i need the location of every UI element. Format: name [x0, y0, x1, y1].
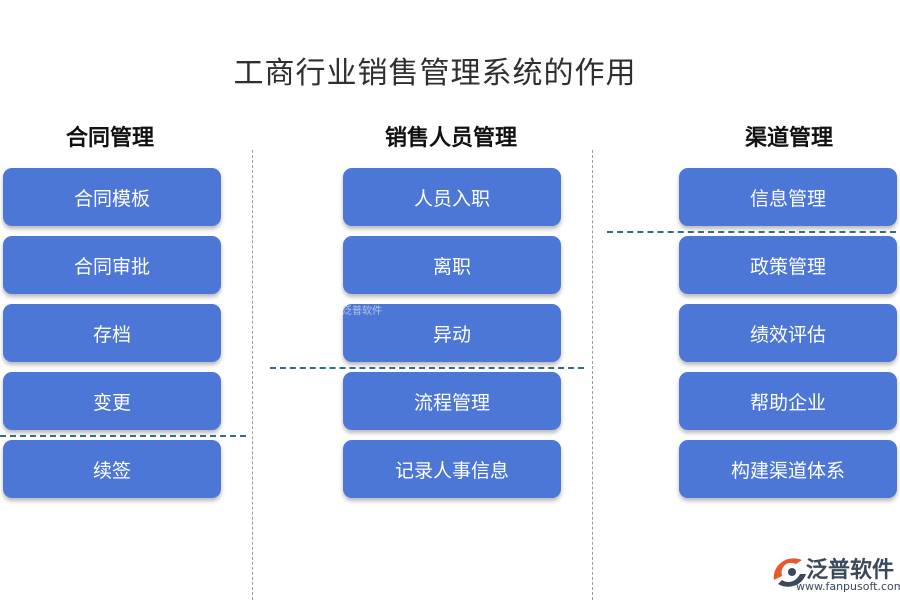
section-divider: [607, 231, 896, 233]
contract-item-box[interactable]: 变更: [3, 372, 221, 430]
sales-staff-item-box[interactable]: 人员入职: [343, 168, 561, 226]
contract-item-box[interactable]: 存档: [3, 304, 221, 362]
section-divider: [270, 367, 584, 369]
channel-item-box[interactable]: 政策管理: [679, 236, 897, 294]
sales-staff-item-box[interactable]: 离职: [343, 236, 561, 294]
brand-logo-icon: [773, 558, 806, 587]
column-divider: [252, 150, 253, 600]
brand-logo-name: 泛普软件: [806, 558, 895, 583]
column-heading-channel: 渠道管理: [744, 125, 833, 151]
contract-item-box[interactable]: 合同审批: [3, 236, 221, 294]
channel-item-box[interactable]: 构建渠道体系: [679, 440, 897, 498]
channel-item-box[interactable]: 绩效评估: [679, 304, 897, 362]
brand-logo-url: www.fanpusoft.com: [796, 580, 900, 593]
contract-item-box[interactable]: 合同模板: [3, 168, 221, 226]
sales-staff-item-box[interactable]: 流程管理: [343, 372, 561, 430]
sales-staff-item-box[interactable]: 异动: [343, 304, 561, 362]
watermark: 泛普软件: [342, 306, 382, 317]
channel-item-box[interactable]: 帮助企业: [679, 372, 897, 430]
sales-staff-item-box[interactable]: 记录人事信息: [343, 440, 561, 498]
column-heading-sales-staff: 销售人员管理: [384, 125, 517, 151]
page-title: 工商行业销售管理系统的作用: [233, 56, 637, 91]
contract-item-box[interactable]: 续签: [3, 440, 221, 498]
channel-item-box[interactable]: 信息管理: [679, 168, 897, 226]
section-divider: [0, 435, 246, 437]
column-heading-contract: 合同管理: [65, 125, 154, 151]
column-divider: [592, 150, 593, 600]
